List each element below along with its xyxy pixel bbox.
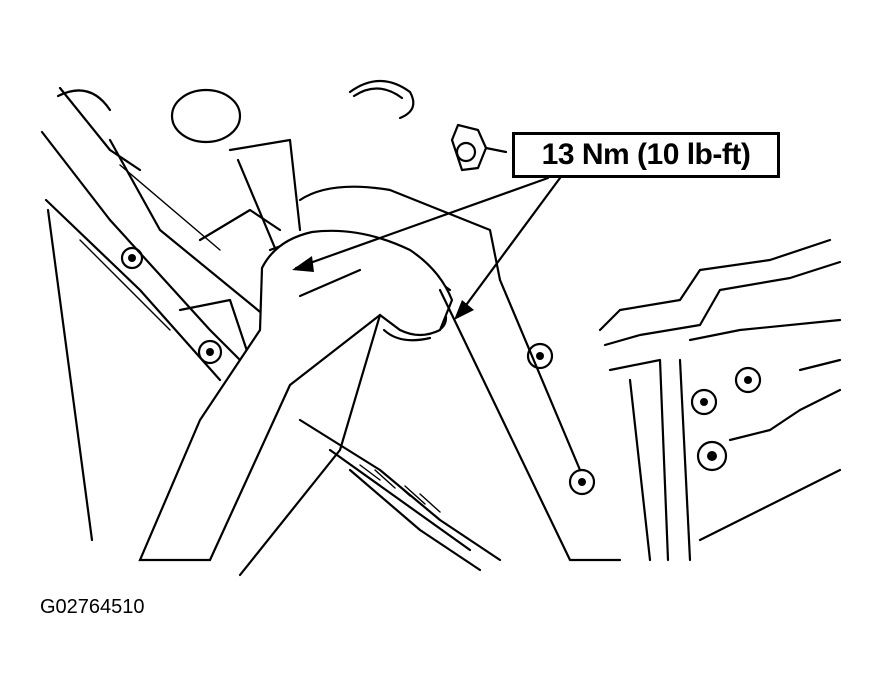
callout-leaders [292, 176, 562, 320]
wrench-icon [138, 229, 454, 577]
bolt-icon [450, 123, 508, 172]
bolt-left-lower [197, 339, 223, 365]
right-housing [598, 238, 842, 562]
bolt-right-1 [526, 342, 554, 370]
torque-spec-callout: 13 Nm (10 lb-ft) [512, 132, 780, 178]
bolt-far-right-1 [690, 388, 718, 416]
bolt-far-right-2 [734, 366, 762, 394]
left-housing [40, 86, 272, 542]
housing-openings [170, 80, 415, 144]
torque-spec-label: 13 Nm (10 lb-ft) [541, 138, 751, 171]
bolt-right-2 [568, 468, 596, 496]
figure-id: G02764510 [40, 596, 145, 618]
lower-bracket [298, 278, 622, 572]
bolt-far-right-3 [696, 440, 728, 472]
bolt-left-upper [120, 246, 144, 270]
